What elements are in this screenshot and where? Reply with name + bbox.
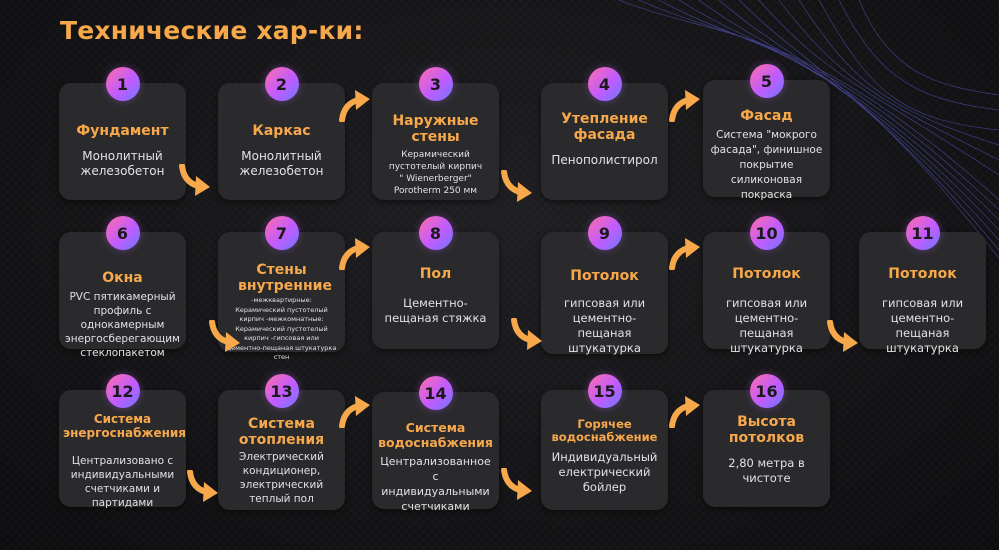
card-title: Окна <box>102 270 143 286</box>
card-title: Система водоснабжения <box>378 420 493 450</box>
card-number-badge: 13 <box>264 374 299 408</box>
card-text: Централизованное с индивидуальными счетч… <box>380 455 491 513</box>
arrow-curve-down-icon <box>187 470 218 502</box>
card-number-badge: 4 <box>587 67 622 101</box>
arrow-curve-down-icon <box>179 164 210 196</box>
card-4: 4 Утепление фасада Пенополистирол <box>541 67 668 200</box>
card-13: 13 Система отопления Электрический конди… <box>218 374 345 510</box>
card-2: 2 Каркас Монолитный железобетон <box>218 67 345 200</box>
arrow-curve-down-icon <box>511 318 542 350</box>
card-title: Потолок <box>732 266 801 282</box>
card-6: 6 Окна PVC пятикамерный профиль с однока… <box>59 216 186 359</box>
card-number-badge: 12 <box>105 374 140 408</box>
card-text: -межквартирные: Керамический пустотелый … <box>226 296 337 361</box>
card-number-badge: 5 <box>749 64 784 98</box>
arrow-curve-up-icon <box>669 90 700 122</box>
card-12: 12 Система энергоснабжения Централизован… <box>59 374 187 509</box>
card-text: Цементно-пещаная стяжка <box>384 296 487 325</box>
card-number-badge: 7 <box>264 216 299 250</box>
card-text: гипсовая или цементно-пещаная штукатурка <box>725 296 808 355</box>
card-title: Фундамент <box>76 123 169 139</box>
card-number-badge: 2 <box>264 67 299 101</box>
card-number-badge: 3 <box>418 67 453 101</box>
arrow-curve-down-icon <box>501 468 532 500</box>
card-number-badge: 10 <box>749 216 784 250</box>
arrow-curve-down-icon <box>209 320 240 352</box>
card-text: гипсовая или цементно-пещаная штукатурка <box>881 296 964 355</box>
card-number-badge: 15 <box>587 374 622 408</box>
card-text: Керамический пустотелый кирпич " Wienerb… <box>388 150 483 196</box>
card-title: Стены внутренние <box>238 262 332 294</box>
page-title: Технические хар-ки: <box>60 16 364 45</box>
arrow-curve-down-icon <box>501 170 532 202</box>
card-number-badge: 6 <box>105 216 140 250</box>
card-title: Утепление фасада <box>561 111 648 143</box>
card-text: Электрический кондиционер, электрический… <box>239 451 324 505</box>
card-title: Система энергоснабжения <box>63 412 187 440</box>
card-8: 8 Пол Цементно-пещаная стяжка <box>372 216 499 349</box>
card-title: Горячее водоснабжение <box>551 417 658 444</box>
card-text: Система "мокрого фасада", финишное покры… <box>710 129 823 201</box>
card-3: 3 Наружные стены Керамический пустотелый… <box>372 67 499 200</box>
card-title: Высота потолков <box>728 414 805 446</box>
card-title: Система отопления <box>238 416 325 448</box>
arrow-curve-up-icon <box>669 238 700 270</box>
card-number-badge: 14 <box>418 376 453 410</box>
decorative-waves <box>618 0 999 259</box>
card-title: Каркас <box>252 123 311 139</box>
card-10: 10 Потолок гипсовая или цементно-пещаная… <box>703 216 830 355</box>
card-5: 5 Фасад Система "мокрого фасада", финишн… <box>703 64 830 201</box>
card-text: 2,80 метра в чистоте <box>728 456 805 485</box>
card-text: Пенополистирол <box>551 153 658 167</box>
card-text: Централизовано с индивидуальными счетчик… <box>70 455 175 509</box>
card-number-badge: 9 <box>587 216 622 250</box>
arrow-curve-up-icon <box>339 396 370 428</box>
card-number-badge: 8 <box>418 216 453 250</box>
card-15: 15 Горячее водоснабжение Индивидуальный … <box>541 374 668 510</box>
card-text: Монолитный железобетон <box>239 149 324 178</box>
card-7: 7 Стены внутренние -межквартирные: Керам… <box>218 216 345 361</box>
card-title: Наружные стены <box>392 113 479 145</box>
card-title: Потолок <box>888 266 957 282</box>
card-title: Фасад <box>740 108 793 124</box>
arrow-curve-up-icon <box>339 90 370 122</box>
card-title: Потолок <box>570 268 639 284</box>
card-14: 14 Система водоснабжения Централизованно… <box>372 376 499 513</box>
arrow-curve-up-icon <box>339 238 370 270</box>
card-1: 1 Фундамент Монолитный железобетон <box>59 67 186 200</box>
card-16: 16 Высота потолков 2,80 метра в чистоте <box>703 374 830 507</box>
card-text: гипсовая или цементно-пещаная штукатурка <box>563 296 646 355</box>
card-text: PVC пятикамерный профиль с однокамерным … <box>65 291 180 359</box>
card-9: 9 Потолок гипсовая или цементно-пещаная … <box>541 216 668 355</box>
card-text: Индивидуальный електрический бойлер <box>551 450 658 494</box>
arrow-curve-up-icon <box>669 396 700 428</box>
card-title: Пол <box>419 266 452 282</box>
arrow-curve-down-icon <box>827 320 858 352</box>
card-number-badge: 16 <box>749 374 784 408</box>
card-number-badge: 11 <box>905 216 940 250</box>
card-number-badge: 1 <box>105 67 140 101</box>
card-text: Монолитный железобетон <box>80 149 165 178</box>
card-11: 11 Потолок гипсовая или цементно-пещаная… <box>859 216 986 355</box>
